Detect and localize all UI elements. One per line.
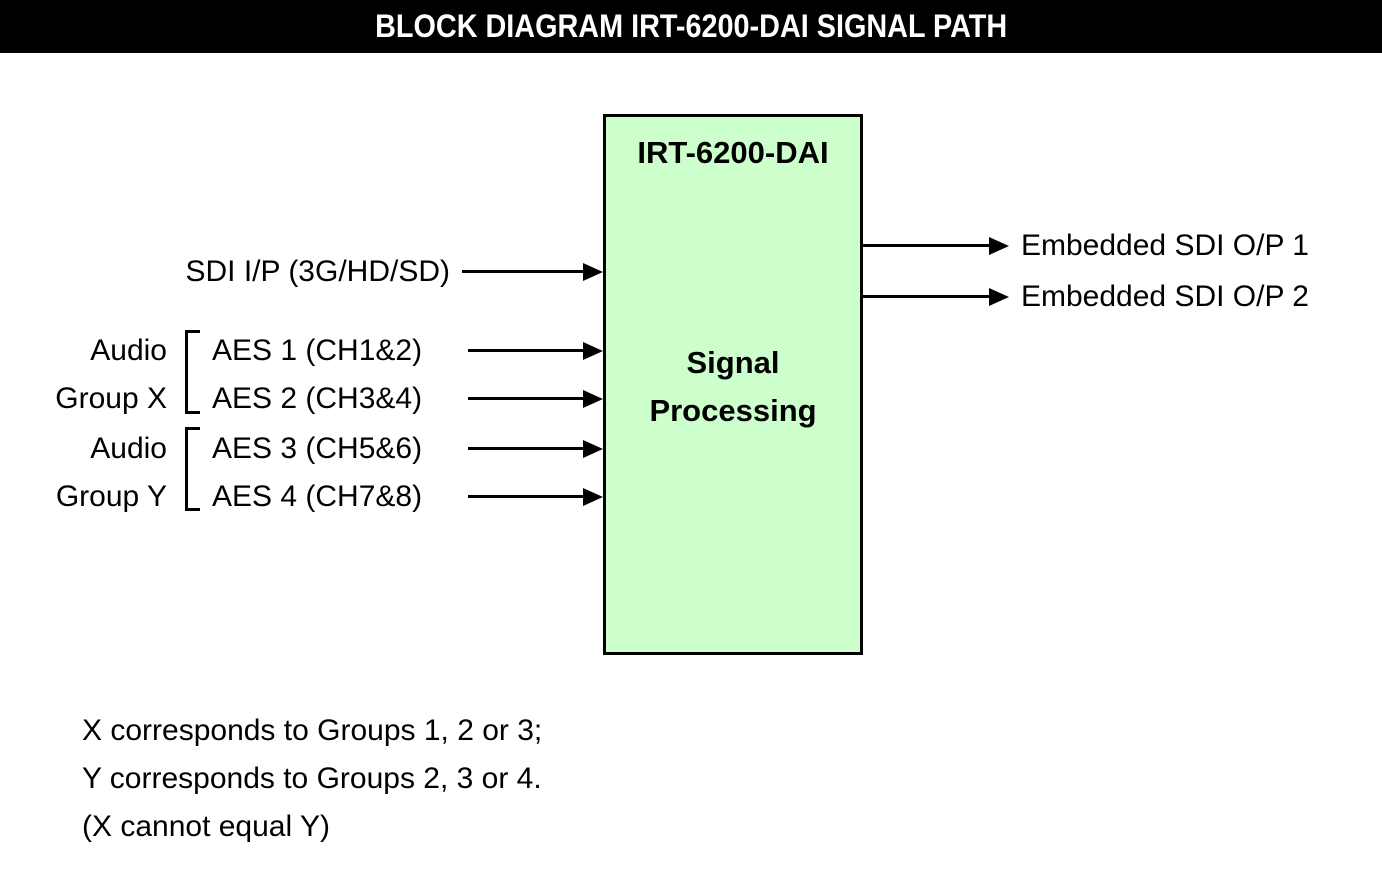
group-y-bracket [185,427,200,511]
footnote-constraint: (X cannot equal Y) [82,810,330,843]
input-label-aes1: AES 1 (CH1&2) [212,334,423,367]
processing-block-body: Signal Processing [606,339,860,435]
group-x-label: Audio Group X [0,327,167,423]
footnotes: X corresponds to Groups 1, 2 or 3; Y cor… [82,707,542,851]
processing-block-body-line2: Processing [649,393,817,428]
input-arrow-aes4 [468,495,583,498]
group-x-label-line2: Group X [55,382,167,415]
input-arrow-aes2 [468,397,583,400]
footnote-x: X corresponds to Groups 1, 2 or 3; [82,714,543,747]
input-label-aes3: AES 3 (CH5&6) [212,432,423,465]
group-y-label: Audio Group Y [0,425,167,521]
input-arrow-sdi [462,270,583,273]
output-label-sdi1: Embedded SDI O/P 1 [1021,229,1309,262]
input-label-aes2: AES 2 (CH3&4) [212,382,423,415]
output-arrow-sdi2 [863,295,989,298]
input-label-aes4: AES 4 (CH7&8) [212,480,423,513]
footnote-y: Y corresponds to Groups 2, 3 or 4. [82,762,542,795]
input-label-sdi: SDI I/P (3G/HD/SD) [185,255,451,288]
group-x-bracket [185,330,200,414]
group-y-label-line1: Audio [90,432,167,465]
processing-block: IRT-6200-DAI Signal Processing [603,114,863,655]
processing-block-title: IRT-6200-DAI [637,135,829,170]
page-title: BLOCK DIAGRAM IRT-6200-DAI SIGNAL PATH [374,8,1008,44]
group-x-label-line1: Audio [90,334,167,367]
group-y-label-line2: Group Y [55,480,167,513]
input-arrow-aes1 [468,349,583,352]
output-label-sdi2: Embedded SDI O/P 2 [1021,280,1309,313]
processing-block-body-line1: Signal [686,345,780,380]
input-arrow-aes3 [468,447,583,450]
title-banner: BLOCK DIAGRAM IRT-6200-DAI SIGNAL PATH [0,0,1382,53]
output-arrow-sdi1 [863,244,989,247]
